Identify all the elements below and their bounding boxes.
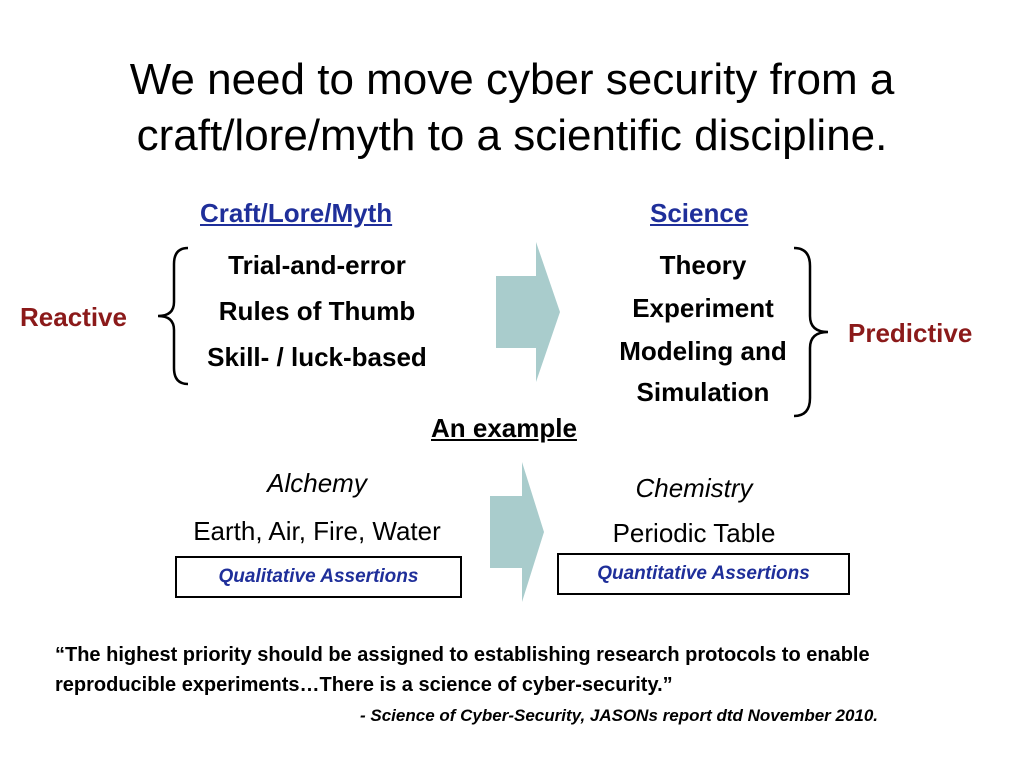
left-brace [157, 246, 189, 386]
quote-text: “The highest priority should be assigned… [55, 644, 870, 696]
right-brace [793, 246, 829, 418]
quote-source: - Science of Cyber-Security, JASONs repo… [360, 706, 879, 725]
science-item: Experiment [632, 293, 774, 323]
science-heading: Science [650, 198, 749, 228]
quantitative-box: Quantitative Assertions [557, 553, 850, 595]
upper-arrow [496, 242, 560, 382]
slide-title: We need to move cyber security from a cr… [129, 55, 895, 160]
chemistry-detail: Periodic Table [612, 518, 776, 548]
lower-arrow [490, 462, 544, 602]
example-heading: An example [431, 413, 577, 443]
craft-item: Skill- / luck-based [207, 342, 427, 372]
science-item: Simulation [636, 377, 770, 407]
predictive-label: Predictive [848, 318, 973, 348]
science-item: Theory [659, 250, 747, 280]
alchemy-label: Alchemy [267, 468, 367, 498]
reactive-label: Reactive [20, 302, 127, 332]
craft-item: Trial-and-error [228, 250, 406, 280]
qualitative-box: Qualitative Assertions [175, 556, 462, 598]
science-item: Modeling and [619, 336, 787, 366]
chemistry-label: Chemistry [635, 473, 753, 503]
craft-item: Rules of Thumb [218, 296, 416, 326]
craft-heading: Craft/Lore/Myth [200, 198, 393, 228]
alchemy-detail: Earth, Air, Fire, Water [193, 516, 441, 546]
